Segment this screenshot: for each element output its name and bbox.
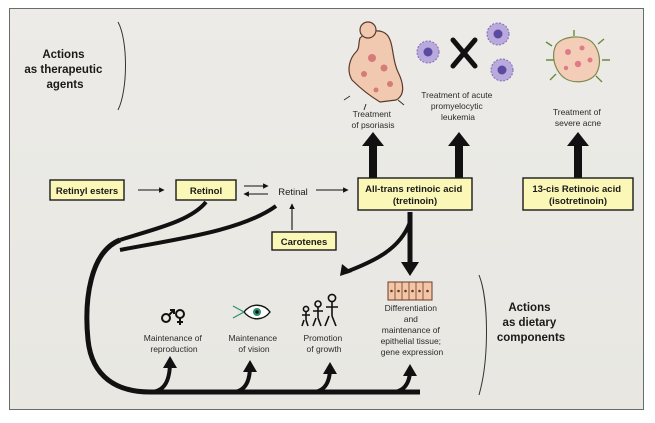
arrow-to-psoriasis — [362, 132, 384, 178]
section-therapeutic-bracket — [117, 21, 126, 111]
retinol-box: Retinol — [175, 179, 237, 201]
sex-symbols-icon — [161, 309, 185, 325]
all-trans-retinoic-acid-box: All-trans retinoic acid (tretinoin) — [357, 177, 473, 211]
arrow-to-acne — [567, 132, 589, 178]
retinal-label: Retinal — [278, 187, 308, 198]
svg-text:Retinol: Retinol — [190, 186, 222, 197]
pathway-arrows — [138, 183, 349, 230]
carotenes-box: Carotenes — [271, 231, 337, 251]
caption-acne: Treatment of severe acne — [553, 107, 603, 128]
caption-vision: Maintenance of vision — [228, 333, 279, 354]
leukemia-cells-icon — [416, 22, 514, 82]
section-therapeutic-label: Actions as therapeutic agents — [24, 49, 105, 91]
svg-text:Retinyl esters: Retinyl esters — [56, 186, 118, 197]
caption-psoriasis: Treatment of psoriasis — [352, 109, 395, 130]
eye-icon — [232, 304, 271, 320]
svg-text:13-cis Retinoic acid (is: 13-cis Retinoic acid (isotretinoin) — [532, 184, 623, 207]
arrow-to-leukemia — [448, 132, 470, 178]
svg-text:Carotenes: Carotenes — [281, 237, 327, 248]
retinyl-esters-box: Retinyl esters — [49, 179, 125, 201]
caption-growth: Promotion of growth — [303, 333, 344, 354]
dietary-flow-arrows — [84, 200, 420, 395]
therapeutic-arrows — [362, 132, 589, 178]
epithelial-cells-icon — [387, 281, 433, 301]
svg-text:All-trans retinoic acid: All-trans retinoic acid (tretinoin) — [365, 184, 465, 207]
section-dietary-label: Actions as dietary components — [497, 302, 565, 344]
psoriasis-body-icon — [343, 21, 405, 111]
caption-reproduction: Maintenance of reproduction — [144, 333, 205, 354]
section-dietary-bracket — [478, 274, 487, 396]
caption-leukemia: Treatment of acute promyelocytic leukemi… — [421, 90, 494, 122]
dietary-arrowheads — [163, 262, 419, 376]
people-growth-icon — [301, 293, 338, 327]
caption-epithelial: Differentiation and maintenance of epith… — [381, 303, 444, 357]
13-cis-retinoic-acid-box: 13-cis Retinoic acid (isotretinoin) — [522, 177, 634, 211]
acne-skin-icon — [545, 30, 610, 83]
